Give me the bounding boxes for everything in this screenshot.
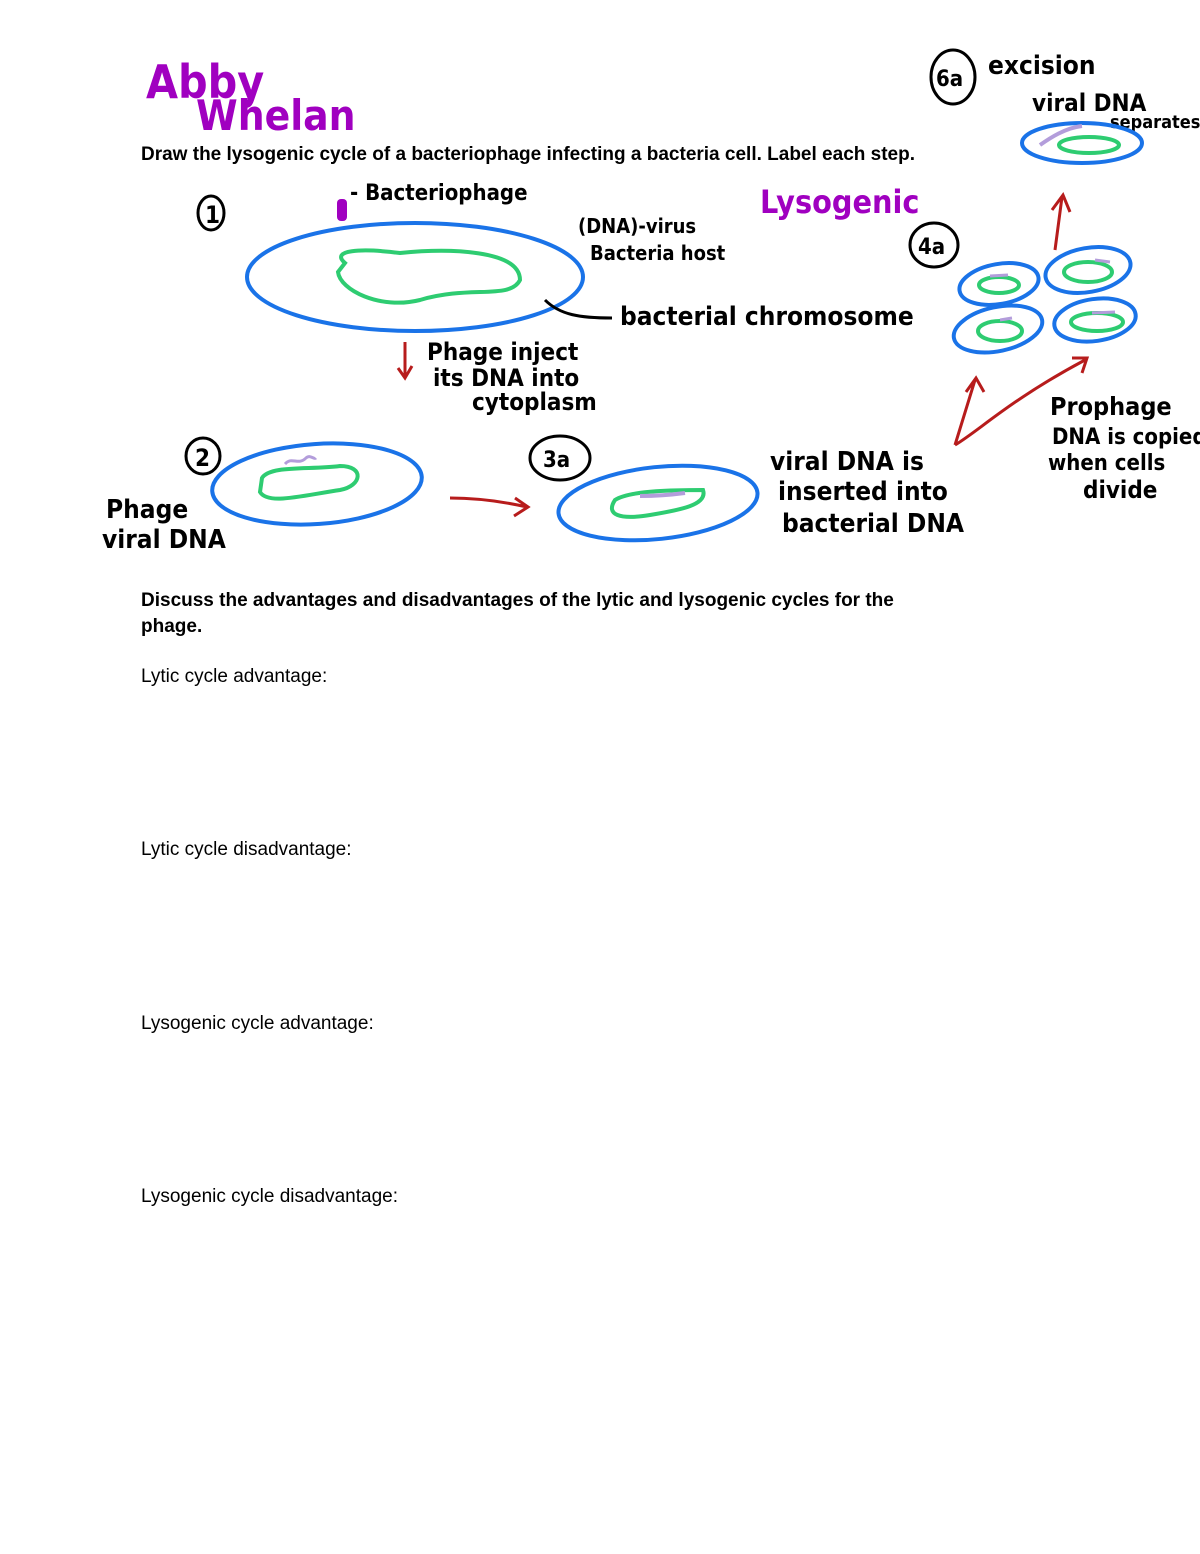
label-viral-dna: viral DNA xyxy=(102,525,226,555)
label-insert-2: inserted into xyxy=(778,477,948,507)
lysogenic-advantage-label: Lysogenic cycle advantage: xyxy=(141,1013,374,1034)
label-sep-1: viral DNA xyxy=(1032,89,1147,117)
arrow-down-icon xyxy=(396,342,414,381)
step-4a-cells: 4a Prophage DNA is copied when cells div… xyxy=(908,191,1200,504)
step-4a-number: 4a xyxy=(918,235,945,260)
bacterial-chromosome xyxy=(335,248,523,305)
label-inject-3: cytoplasm xyxy=(472,388,597,416)
arrow-right-icon xyxy=(449,496,531,518)
label-insert-1: viral DNA is xyxy=(770,447,924,477)
lytic-disadvantage-label: Lytic cycle disadvantage: xyxy=(141,839,352,860)
step-6a-cell: 6a excision viral DNA separates xyxy=(929,48,1200,165)
label-insert-3: bacterial DNA xyxy=(782,509,964,539)
bacteria-cell xyxy=(245,221,585,333)
label-phage: Phage xyxy=(106,495,188,525)
arrows-up-icon xyxy=(953,356,1090,447)
step-3a-number: 3a xyxy=(543,448,570,473)
student-first-name: Abby xyxy=(146,55,264,109)
student-last-name: Whelan xyxy=(196,91,356,140)
label-excision: excision xyxy=(988,51,1096,81)
bacteriophage-mark xyxy=(337,199,347,221)
step-1-number: 1 xyxy=(205,201,220,229)
label-chromosome: bacterial chromosome xyxy=(620,302,914,332)
step-1-cell: 1 - Bacteriophage (DNA)-virus Bacteria h… xyxy=(196,181,914,416)
lysogenic-title: Lysogenic xyxy=(760,183,919,221)
step-3a-cell: 3a viral DNA is inserted into bacterial … xyxy=(528,356,1090,543)
label-prophage-1: Prophage xyxy=(1050,392,1172,421)
arrow-up-icon xyxy=(1050,191,1072,251)
lysogenic-disadvantage-label: Lysogenic cycle disadvantage: xyxy=(141,1186,399,1207)
label-prophage-4: divide xyxy=(1083,476,1157,504)
discussion-prompt-line-1: Discuss the advantages and disadvantages… xyxy=(141,590,894,611)
label-inject-1: Phage inject xyxy=(427,338,578,366)
label-bacteriophage: - Bacteriophage xyxy=(350,181,528,206)
label-dna-virus: (DNA)-virus xyxy=(578,214,696,238)
discussion-prompt-line-2: phage. xyxy=(141,616,203,637)
label-sep-2: separates xyxy=(1110,112,1200,133)
label-prophage-2: DNA is copied xyxy=(1052,425,1200,450)
drawing-prompt: Draw the lysogenic cycle of a bacterioph… xyxy=(141,144,915,165)
lytic-advantage-label: Lytic cycle advantage: xyxy=(141,666,328,687)
label-bacteria-host: Bacteria host xyxy=(590,241,726,265)
label-inject-2: its DNA into xyxy=(433,364,579,392)
step-2-number: 2 xyxy=(195,444,210,472)
step-2-cell: 2 Phage viral DNA xyxy=(102,436,531,555)
label-prophage-3: when cells xyxy=(1048,451,1165,476)
step-6a-number: 6a xyxy=(936,67,963,92)
